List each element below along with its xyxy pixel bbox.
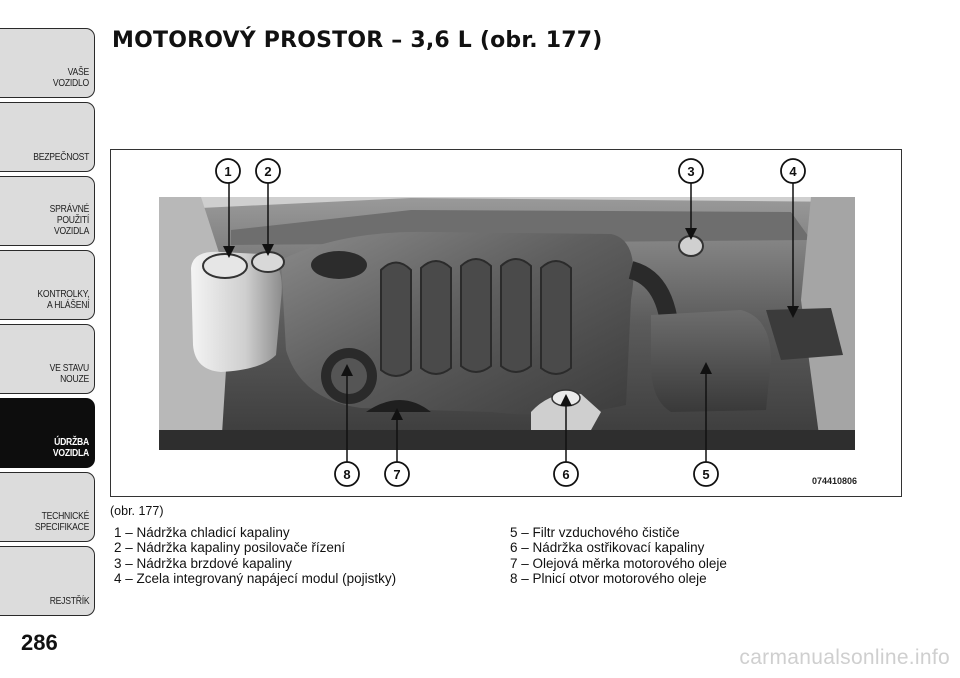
callout-label: 7 — [393, 467, 400, 482]
figure-code: 074410806 — [811, 476, 857, 486]
tab-label: VAŠE VOZIDLO — [52, 66, 89, 89]
tab-label: SPRÁVNÉ POUŽITÍ VOZIDLA — [49, 203, 90, 237]
tab-label: ÚDRŽBA VOZIDLA — [52, 436, 89, 459]
callout-3: 3 — [678, 158, 704, 184]
tab-kontrolky[interactable]: KONTROLKY, A HLÁŠENÍ — [0, 250, 95, 320]
watermark: carmanualsonline.info — [739, 646, 950, 669]
legend-item: 2 – Nádržka kapaliny posilovače řízení — [114, 540, 346, 556]
tab-label: VE STAVU NOUZE — [49, 362, 90, 385]
callout-1: 1 — [215, 158, 241, 184]
tab-vase-vozidlo[interactable]: VAŠE VOZIDLO — [0, 28, 95, 98]
figure-caption: (obr. 177) — [110, 504, 164, 518]
callout-label: 1 — [224, 164, 231, 179]
legend-item: 3 – Nádržka brzdové kapaliny — [114, 555, 292, 571]
tab-label: BEZPEČNOST — [33, 151, 89, 163]
legend-item: 8 – Plnicí otvor motorového oleje — [510, 570, 707, 586]
callout-2: 2 — [255, 158, 281, 184]
callout-label: 2 — [264, 164, 271, 179]
engine-figure: 1 2 3 4 5 6 7 8 074410806 — [110, 149, 902, 497]
tab-label: KONTROLKY, A HLÁŠENÍ — [37, 288, 89, 311]
legend-item: 1 – Nádržka chladicí kapaliny — [114, 525, 290, 540]
callout-4: 4 — [780, 158, 806, 184]
tab-label: REJSTŘÍK — [49, 595, 89, 607]
fuse-box — [766, 308, 843, 360]
callout-6: 6 — [553, 461, 579, 487]
tab-spravne-pouziti[interactable]: SPRÁVNÉ POUŽITÍ VOZIDLA — [0, 176, 95, 246]
callout-8: 8 — [334, 461, 360, 487]
tab-label: TECHNICKÉ SPECIFIKACE — [34, 510, 89, 533]
callout-label: 8 — [343, 467, 350, 482]
page-title: MOTOROVÝ PROSTOR – 3,6 L (obr. 177) — [112, 28, 603, 53]
tab-technicke-specifikace[interactable]: TECHNICKÉ SPECIFIKACE — [0, 472, 95, 542]
legend-item: 5 – Filtr vzduchového čističe — [510, 525, 680, 540]
legend-item: 6 – Nádržka ostřikovací kapaliny — [510, 540, 705, 556]
page-number: 286 — [21, 630, 58, 655]
tab-bezpecnost[interactable]: BEZPEČNOST — [0, 102, 95, 172]
tab-ve-stavu-nouze[interactable]: VE STAVU NOUZE — [0, 324, 95, 394]
engine-illustration: 1 2 3 4 5 6 7 8 — [159, 158, 855, 487]
tab-udrzba-vozidla[interactable]: ÚDRŽBA VOZIDLA — [0, 398, 95, 468]
callout-label: 4 — [789, 164, 797, 179]
tab-rejstrik[interactable]: REJSTŘÍK — [0, 546, 95, 616]
coolant-reservoir — [191, 251, 282, 372]
callout-5: 5 — [693, 461, 719, 487]
callout-7: 7 — [384, 461, 410, 487]
callout-label: 6 — [562, 467, 569, 482]
air-filter-box — [651, 310, 771, 412]
legend-right: 5 – Filtr vzduchového čističe 6 – Nádržk… — [510, 525, 727, 586]
callout-label: 3 — [687, 164, 694, 179]
callout-label: 5 — [702, 467, 709, 482]
legend-item: 7 – Olejová měrka motorového oleje — [510, 555, 727, 571]
legend-left: 1 – Nádržka chladicí kapaliny 2 – Nádržk… — [114, 525, 396, 586]
legend-item: 4 – Zcela integrovaný napájecí modul (po… — [114, 570, 397, 586]
